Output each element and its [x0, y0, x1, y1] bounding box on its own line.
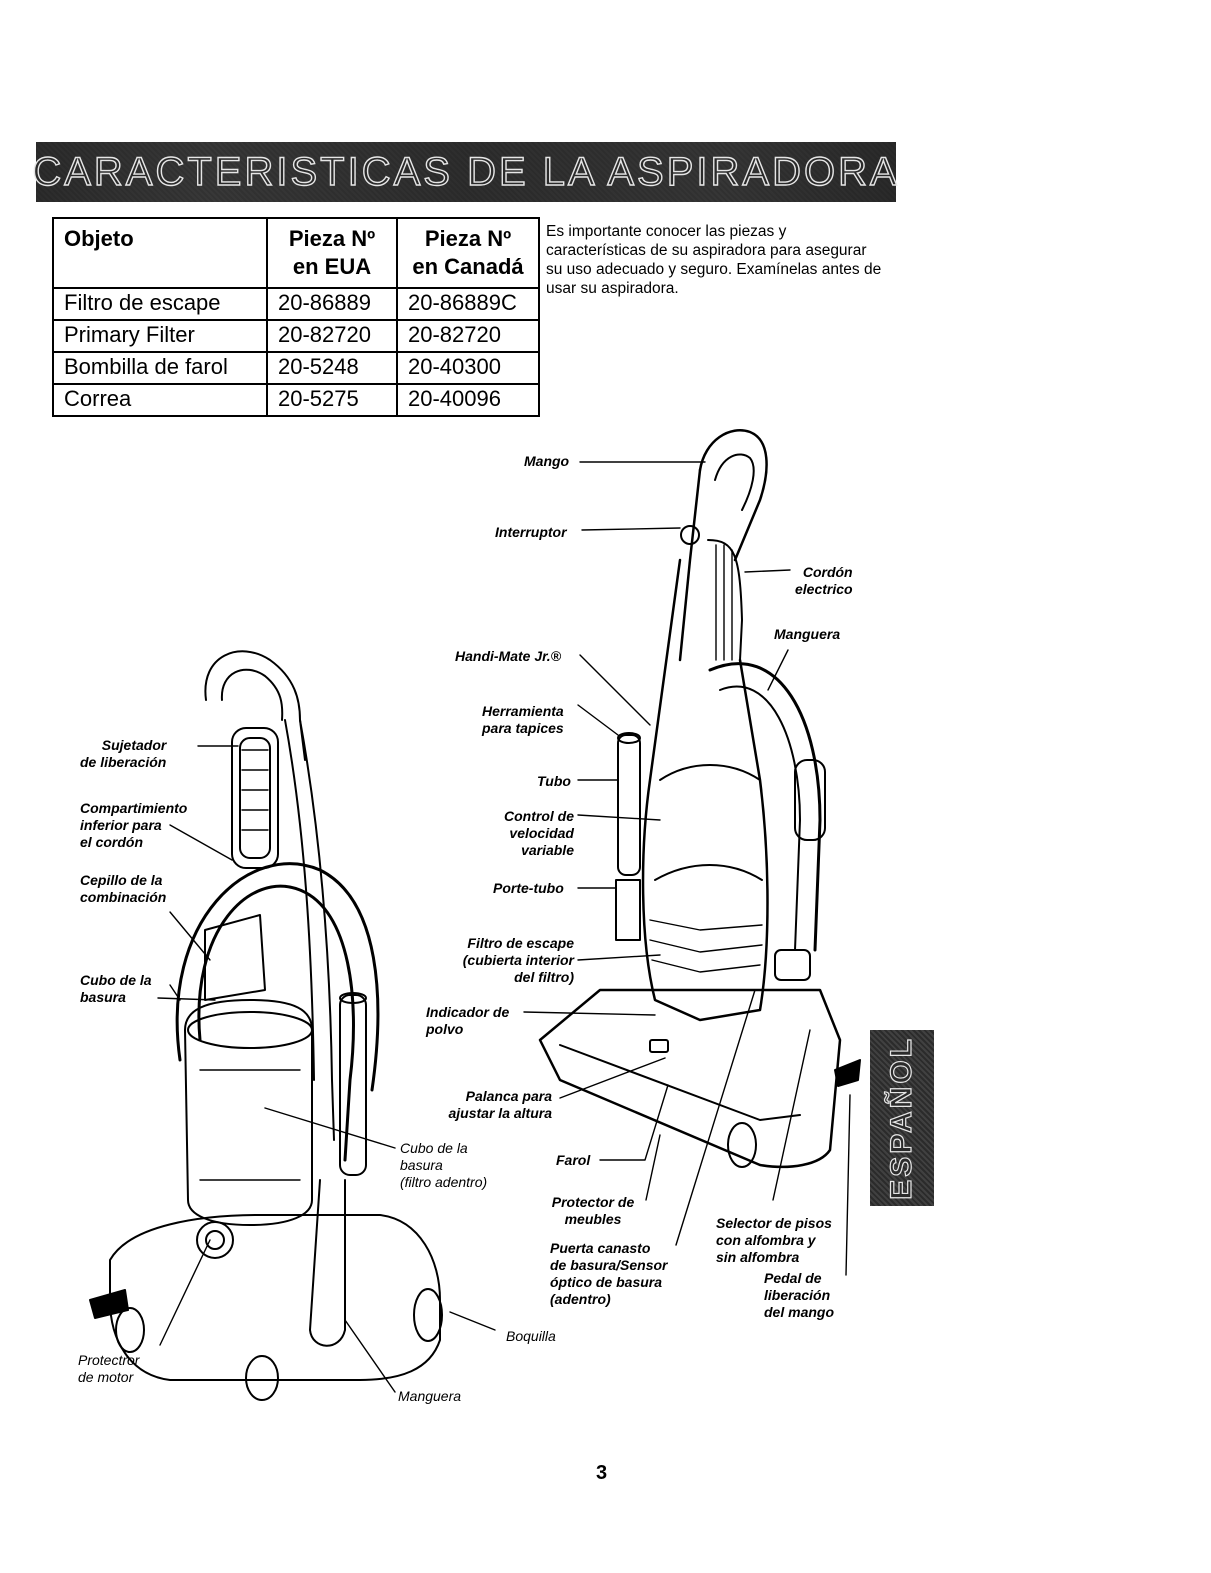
- label-boquilla: Boquilla: [506, 1328, 556, 1344]
- table-cell: 20-82720: [396, 319, 540, 353]
- table-cell: 20-5248: [266, 351, 398, 385]
- table-cell: 20-40096: [396, 383, 540, 417]
- label-interruptor: Interruptor: [495, 524, 567, 540]
- table-cell: 20-40300: [396, 351, 540, 385]
- section-title: CARACTERISTICAS DE LA ASPIRADORA: [32, 149, 900, 194]
- language-tab-label: ESPAÑOL: [884, 1035, 918, 1200]
- table-row: Bombilla de farol 20-5248 20-40300: [52, 351, 540, 385]
- intro-paragraph: Es importante conocer las piezas y carac…: [546, 223, 882, 297]
- front-view-vacuum-drawing: [523, 429, 861, 1276]
- label-mango: Mango: [524, 453, 570, 469]
- table-cell: 20-86889C: [396, 287, 540, 321]
- label-manguera-left: Manguera: [398, 1388, 462, 1404]
- table-cell: 20-86889: [266, 287, 398, 321]
- table-row: Filtro de escape 20-86889 20-86889C: [52, 287, 540, 321]
- page-number: 3: [596, 1462, 608, 1484]
- label-porte-tubo: Porte-tubo: [493, 880, 564, 896]
- section-title-banner: CARACTERISTICAS DE LA ASPIRADORA: [32, 142, 897, 202]
- label-manguera-right: Manguera: [774, 626, 841, 642]
- header-objeto: Objeto: [52, 217, 268, 289]
- label-handi-mate: Handi-Mate Jr.®: [455, 648, 562, 664]
- table-cell: Correa: [52, 383, 268, 417]
- table-cell: 20-5275: [266, 383, 398, 417]
- table-cell: Bombilla de farol: [52, 351, 268, 385]
- label-tubo: Tubo: [537, 773, 571, 789]
- table-cell: Primary Filter: [52, 319, 268, 353]
- table-cell: 20-82720: [266, 319, 398, 353]
- table-row: Correa 20-5275 20-40096: [52, 383, 540, 417]
- rear-view-vacuum-drawing: [89, 650, 496, 1401]
- language-tab: ESPAÑOL: [870, 1030, 934, 1206]
- label-farol: Farol: [556, 1152, 591, 1168]
- table-cell: Filtro de escape: [52, 287, 268, 321]
- table-row: Primary Filter 20-82720 20-82720: [52, 319, 540, 353]
